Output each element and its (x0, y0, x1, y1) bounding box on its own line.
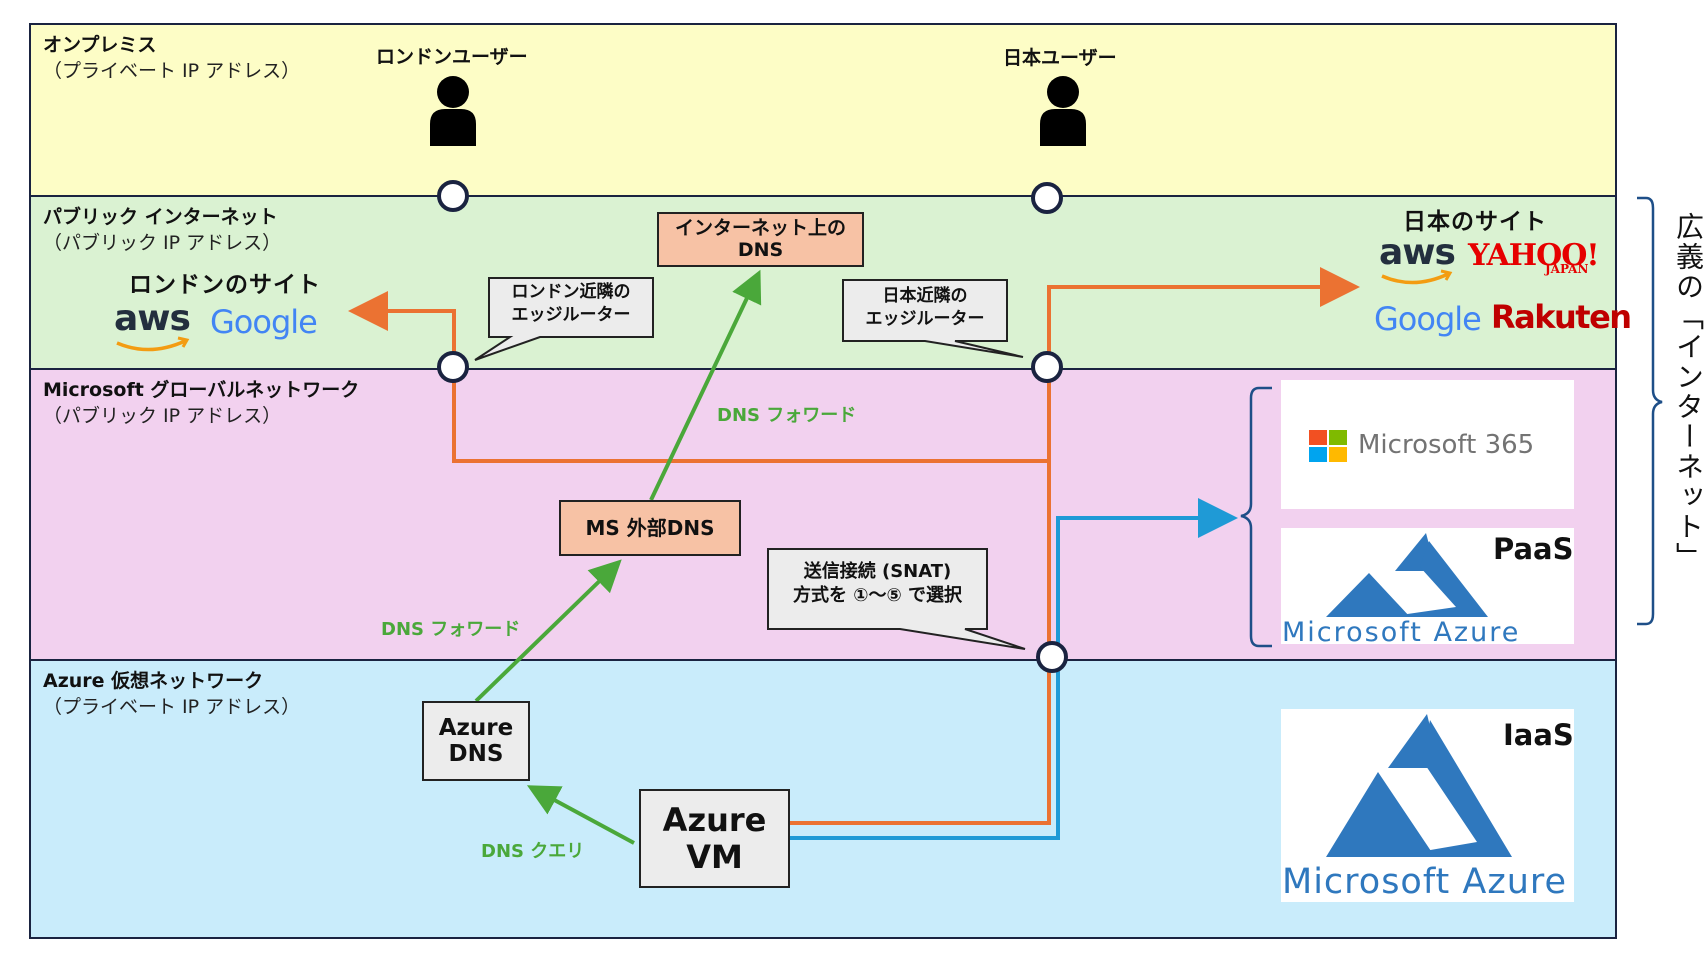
london-user-icon (430, 76, 476, 146)
azure-wordmark-iaas: Microsoft Azure (1282, 862, 1568, 902)
snat-callout-shape (767, 548, 1026, 650)
london-edge-callout: ロンドン近隣の エッジルーター (489, 281, 653, 327)
dns-forward-lower-label: DNS フォワード (381, 619, 521, 640)
google-logo-london: Google (210, 303, 318, 341)
snat-line2: 方式を ①～⑤ で選択 (792, 585, 962, 607)
internet-dns-line1: インターネット上の (674, 216, 846, 239)
london-edge-line2: エッジルーター (511, 304, 631, 325)
onprem-title: オンプレミス (43, 34, 157, 56)
node-japan-edge (1031, 351, 1063, 383)
ms-services-brace (1240, 386, 1272, 648)
japan-site-label: 日本のサイト (1403, 209, 1547, 235)
microsoft-logo-icon (1309, 430, 1347, 462)
broad-internet-label: 広義の「インターネット」 (1672, 212, 1705, 572)
m365-logo-text: Microsoft 365 (1358, 430, 1535, 460)
aws-smile-london (116, 339, 186, 352)
paas-label: PaaS (1493, 532, 1574, 566)
node-london-onprem (437, 180, 469, 212)
internet-title: パブリック インターネット (43, 206, 278, 228)
dns-query-arrow (526, 785, 635, 845)
dns-query-label: DNS クエリ (481, 841, 585, 862)
azure-wordmark-paas: Microsoft Azure (1282, 617, 1521, 648)
azure-dns-line2: DNS (448, 741, 504, 767)
vnet-subtitle: （プライベート IP アドレス） (43, 696, 301, 718)
blue-route-ms-services (790, 498, 1238, 840)
onprem-subtitle: （プライベート IP アドレス） (43, 60, 301, 82)
node-japan-onprem (1031, 182, 1063, 214)
snat-callout: 送信接続 (SNAT) 方式を ①～⑤ で選択 (768, 560, 987, 609)
japan-edge-callout: 日本近隣の エッジルーター (843, 285, 1007, 331)
broad-internet-brace (1637, 196, 1663, 626)
node-london-edge (437, 351, 469, 383)
dns-forward-upper-arrow (649, 269, 762, 501)
aws-smile-japan (1381, 272, 1449, 285)
internet-subtitle: （パブリック IP アドレス） (43, 232, 282, 254)
london-site-label: ロンドンのサイト (129, 272, 321, 298)
node-snat (1036, 641, 1068, 673)
dns-forward-upper-label: DNS フォワード (717, 405, 857, 426)
yahoo-logo: YAHOO! (1468, 238, 1600, 273)
japan-edge-callout-shape (842, 279, 1024, 358)
japan-edge-line2: エッジルーター (865, 308, 985, 329)
london-edge-line1: ロンドン近隣の (511, 282, 631, 302)
london-edge-callout-shape (474, 277, 654, 361)
london-user-label: ロンドンユーザー (376, 46, 528, 68)
azure-logo-paas-icon (1326, 533, 1488, 617)
yahoo-japan-sub: JAPAN (1545, 262, 1589, 276)
vnet-title: Azure 仮想ネットワーク (43, 670, 264, 692)
azure-dns-box: Azure DNS (422, 701, 530, 781)
azure-logo-iaas-icon (1326, 714, 1512, 857)
orange-route-japan (1047, 267, 1360, 461)
snat-line1: 送信接続 (SNAT) (803, 561, 952, 582)
aws-logo-london: aws (114, 298, 191, 339)
azure-vm-line1: Azure (662, 800, 767, 839)
internet-dns-box: インターネット上の DNS (657, 212, 864, 267)
japan-user-label: 日本ユーザー (1003, 47, 1117, 69)
aws-logo-japan: aws (1379, 232, 1456, 273)
dns-forward-lower-arrow (474, 559, 622, 703)
azure-vm-box: Azure VM (639, 789, 790, 888)
google-logo-japan: Google (1374, 300, 1482, 338)
azure-vm-line2: VM (686, 837, 743, 876)
ms-external-dns-label: MS 外部DNS (585, 515, 715, 540)
japan-user-icon (1040, 76, 1086, 146)
ms-external-dns-box: MS 外部DNS (559, 500, 741, 556)
msgn-title: Microsoft グローバルネットワーク (43, 379, 360, 401)
iaas-label: IaaS (1503, 718, 1574, 752)
japan-edge-line1: 日本近隣の (882, 286, 968, 306)
internet-dns-line2: DNS (737, 238, 784, 261)
azure-dns-line1: Azure (438, 714, 514, 741)
onprem-zone (29, 23, 1617, 197)
rakuten-logo: Rakuten (1491, 298, 1632, 336)
orange-route-london (348, 291, 1051, 825)
msgn-subtitle: （パブリック IP アドレス） (43, 405, 282, 427)
